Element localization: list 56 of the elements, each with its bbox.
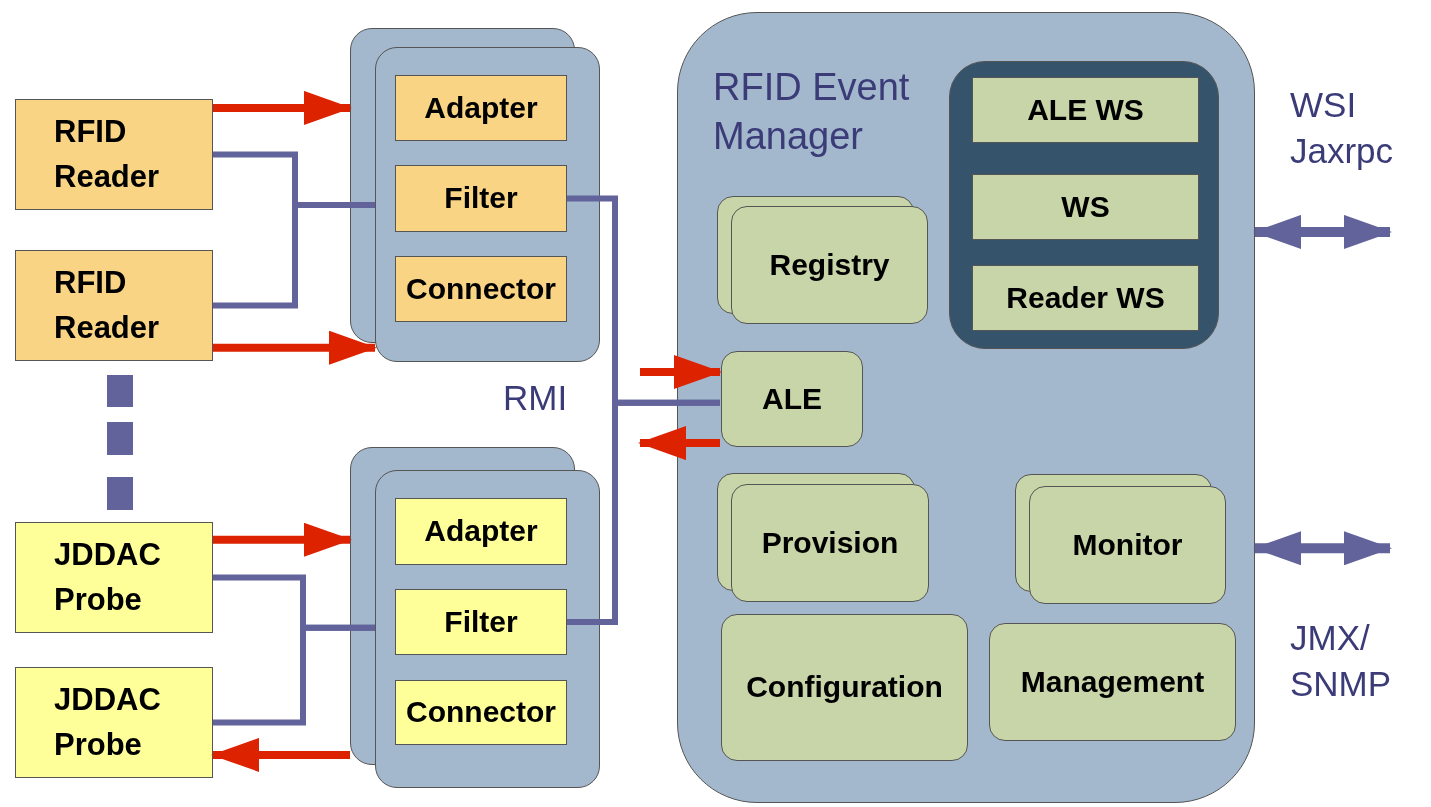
node-label: Monitor: [1072, 527, 1183, 563]
node-label: Provision: [761, 525, 899, 561]
node-label: Reader WS: [1006, 280, 1165, 316]
service-box: [989, 623, 1236, 741]
connector-line: [567, 399, 720, 625]
arrow: [1253, 531, 1392, 566]
component-box: [395, 75, 567, 141]
arrow: [640, 355, 722, 389]
component-box: [395, 256, 567, 322]
component-box: [395, 680, 567, 745]
arrow: [211, 737, 350, 772]
device-label: RFID Reader: [54, 112, 161, 196]
node-label: Adapter: [424, 90, 538, 126]
node-label: Configuration: [746, 670, 943, 705]
service-box: [721, 614, 968, 761]
arrow: [638, 426, 720, 461]
arrow: [213, 90, 352, 125]
service-stack: [717, 473, 929, 602]
service-stack: [1015, 474, 1226, 604]
module-stack: [350, 447, 600, 788]
node-label: Connector: [406, 695, 556, 730]
connector-line: [213, 624, 375, 726]
annotation-label: JMX/ SNMP: [1290, 617, 1393, 705]
node-label: Registry: [769, 247, 890, 283]
service-box: [972, 77, 1199, 143]
service-stack: [717, 196, 928, 324]
node-label: ALE: [762, 381, 822, 417]
node-label: Connector: [406, 271, 556, 307]
event-manager-panel: [677, 12, 1255, 803]
arrow: [213, 522, 352, 557]
annotation-label: RMI: [503, 377, 568, 419]
manager-title: RFID Event Manager: [713, 65, 911, 160]
component-box: [15, 522, 213, 633]
component-box: [395, 498, 567, 565]
module-stack: [350, 28, 600, 362]
component-box: [395, 165, 567, 232]
component-box: [395, 589, 567, 655]
device-label: JDDAC Probe: [54, 680, 162, 764]
node-label: ALE WS: [1027, 92, 1144, 128]
component-box: [15, 99, 213, 210]
device-label: JDDAC Probe: [54, 535, 162, 619]
service-box: [972, 265, 1199, 331]
node-label: WS: [1061, 189, 1110, 225]
service-box: [972, 174, 1199, 240]
component-box: [15, 667, 213, 778]
node-label: Filter: [444, 181, 518, 216]
web-service-panel: [949, 61, 1219, 349]
arrow: [213, 330, 377, 365]
node-label: Filter: [444, 604, 518, 640]
node-label: Management: [1020, 664, 1205, 700]
device-label: RFID Reader: [54, 263, 161, 347]
node-label: Adapter: [424, 514, 538, 549]
service-box: [721, 351, 863, 447]
annotation-label: WSI Jaxrpc: [1290, 84, 1395, 172]
arrow: [1253, 214, 1392, 249]
component-box: [15, 250, 213, 361]
